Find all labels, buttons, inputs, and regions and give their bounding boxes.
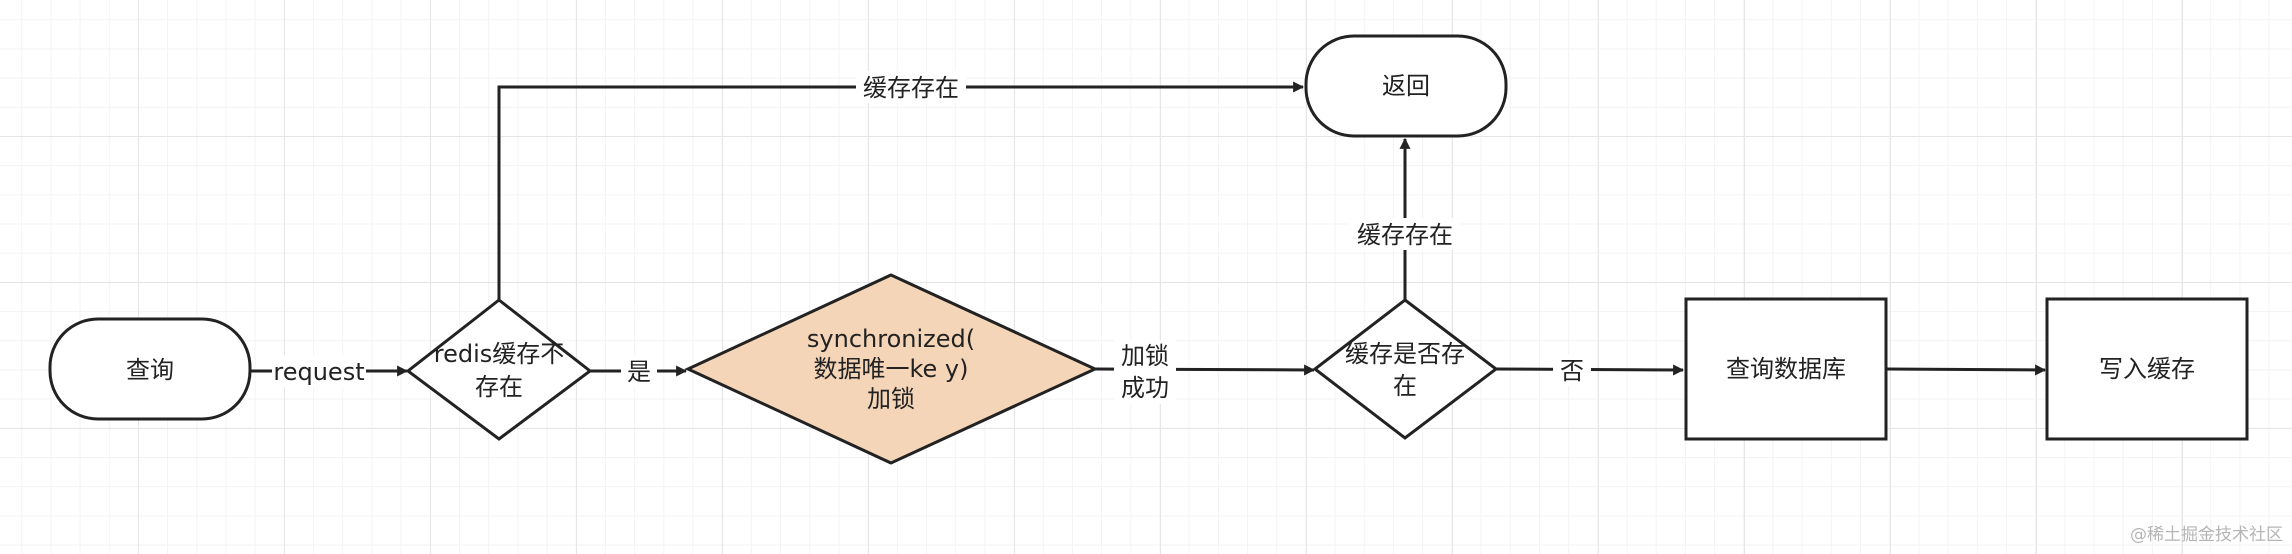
node-query-db-label: 查询数据库: [1726, 355, 1846, 383]
edge-check-to-return: [497, 81, 1305, 300]
node-query-label: 查询: [126, 356, 174, 384]
edge-label-lock-success-1: 加锁: [1121, 342, 1169, 370]
node-lock-line2: 数据唯一ke y): [813, 355, 968, 383]
node-lock-line3: 加锁: [867, 385, 915, 413]
watermark: @稀土掘金技术社区: [2130, 525, 2283, 545]
edge-label-request: request: [273, 358, 364, 386]
node-check-exists-line1: redis缓存不: [434, 340, 565, 368]
edge-label-yes: 是: [627, 358, 651, 386]
node-query-db: 查询数据库: [1684, 297, 1888, 441]
node-query: 查询: [48, 317, 252, 421]
edge-labels: request 是 加锁 成功 否 缓存存在 缓存存在: [272, 71, 1591, 404]
node-recheck-line2: 在: [1393, 372, 1417, 400]
edge-label-no: 否: [1560, 357, 1584, 385]
edge-label-cache-exists-top: 缓存存在: [863, 74, 959, 102]
node-check-exists: redis缓存不 存在: [405, 298, 593, 441]
node-return: 返回: [1304, 34, 1508, 138]
node-recheck-line1: 缓存是否存: [1345, 340, 1465, 368]
node-write-cache-label: 写入缓存: [2099, 355, 2195, 383]
node-lock-line1: synchronized(: [807, 325, 975, 353]
node-return-label: 返回: [1382, 72, 1430, 100]
node-recheck: 缓存是否存 在: [1312, 298, 1499, 440]
edge-label-cache-exists-up: 缓存存在: [1357, 221, 1453, 249]
node-lock: synchronized( 数据唯一ke y) 加锁: [684, 273, 1099, 465]
edge-label-lock-success-2: 成功: [1121, 374, 1169, 402]
node-check-exists-line2: 存在: [475, 373, 523, 401]
node-write-cache: 写入缓存: [2045, 297, 2249, 441]
edge-db-to-write: [1885, 364, 2047, 376]
